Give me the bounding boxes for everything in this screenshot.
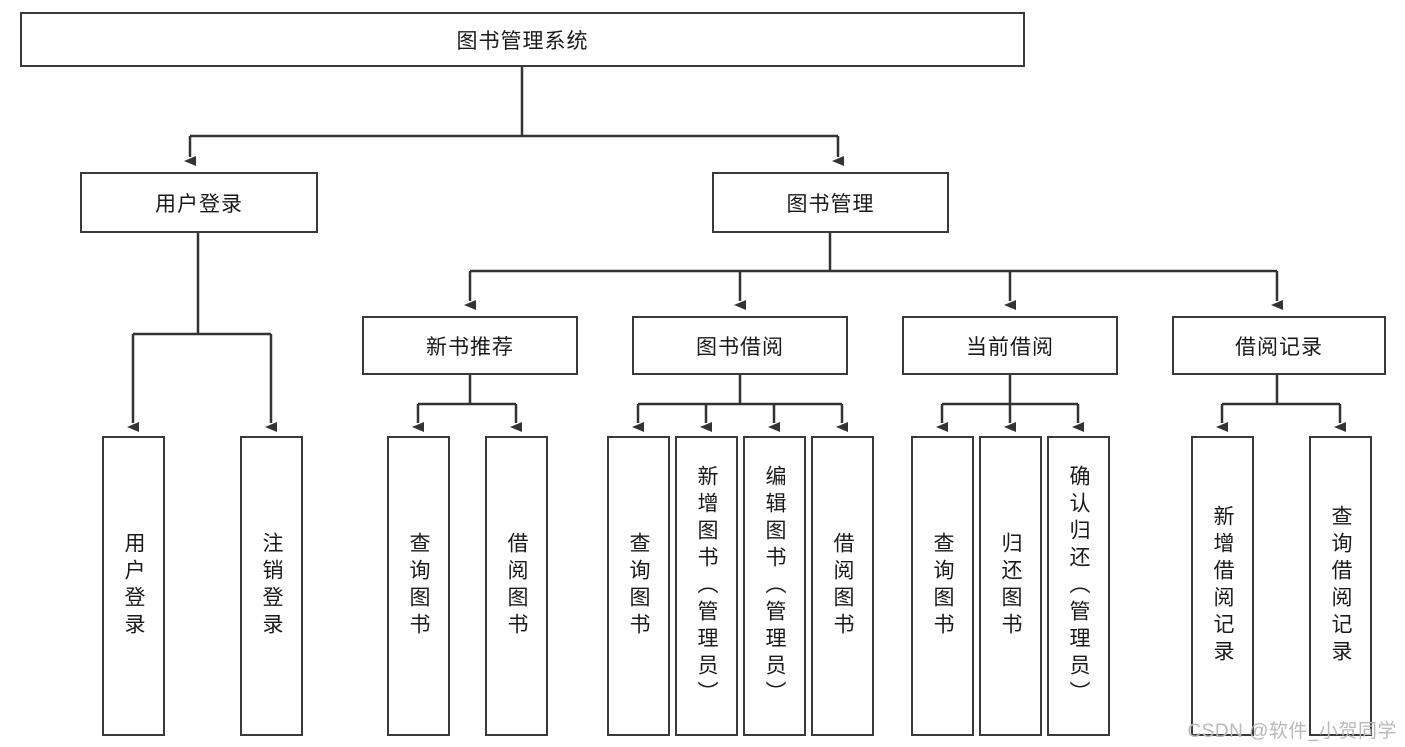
node-label: 查询图书 [627, 532, 650, 640]
node-label: 新增借阅记录 [1211, 505, 1234, 667]
node-label: 图书管理系统 [456, 29, 589, 53]
leaf-book-borrow-query[interactable]: 查询图书 [607, 436, 670, 736]
node-book-management[interactable]: 图书管理 [712, 172, 949, 233]
leaf-new-book-borrow[interactable]: 借阅图书 [485, 436, 548, 736]
node-label: 查询借阅记录 [1329, 505, 1352, 667]
leaf-book-borrow-borrow[interactable]: 借阅图书 [811, 436, 874, 736]
node-label: 查询图书 [407, 532, 430, 640]
node-label: 用户登录 [122, 532, 145, 640]
leaf-new-book-query[interactable]: 查询图书 [387, 436, 450, 736]
leaf-current-borrow-return[interactable]: 归还图书 [979, 436, 1042, 736]
node-label: 图书管理 [786, 192, 875, 216]
node-current-borrow[interactable]: 当前借阅 [902, 316, 1118, 375]
node-label: 图书借阅 [696, 335, 784, 359]
leaf-book-borrow-edit[interactable]: 编辑图书（管理员） [743, 436, 806, 736]
leaf-book-borrow-add[interactable]: 新增图书（管理员） [675, 436, 738, 736]
node-new-book-recommend[interactable]: 新书推荐 [362, 316, 578, 375]
node-label: 借阅图书 [505, 532, 528, 640]
node-label: 当前借阅 [966, 335, 1054, 359]
node-label: 借阅记录 [1235, 335, 1323, 359]
node-label: 借阅图书 [831, 532, 854, 640]
node-label: 确认归还（管理员） [1067, 464, 1090, 708]
leaf-borrow-record-add[interactable]: 新增借阅记录 [1191, 436, 1254, 736]
node-label: 编辑图书（管理员） [763, 464, 786, 708]
watermark-text: CSDN @软件_小贺同学 [1187, 721, 1397, 742]
node-label: 新增图书（管理员） [695, 464, 718, 708]
leaf-borrow-record-query[interactable]: 查询借阅记录 [1309, 436, 1372, 736]
leaf-user-login-logout[interactable]: 注销登录 [240, 436, 303, 736]
node-label: 注销登录 [260, 532, 283, 640]
node-system-root[interactable]: 图书管理系统 [20, 12, 1025, 67]
node-label: 查询图书 [931, 532, 954, 640]
node-label: 归还图书 [999, 532, 1022, 640]
node-book-borrow[interactable]: 图书借阅 [632, 316, 848, 375]
node-label: 新书推荐 [426, 335, 514, 359]
node-label: 用户登录 [155, 192, 243, 216]
leaf-current-borrow-query[interactable]: 查询图书 [911, 436, 974, 736]
node-borrow-record[interactable]: 借阅记录 [1172, 316, 1386, 375]
node-user-login[interactable]: 用户登录 [80, 172, 318, 233]
leaf-user-login-login[interactable]: 用户登录 [102, 436, 165, 736]
leaf-current-borrow-confirm-return[interactable]: 确认归还（管理员） [1047, 436, 1110, 736]
